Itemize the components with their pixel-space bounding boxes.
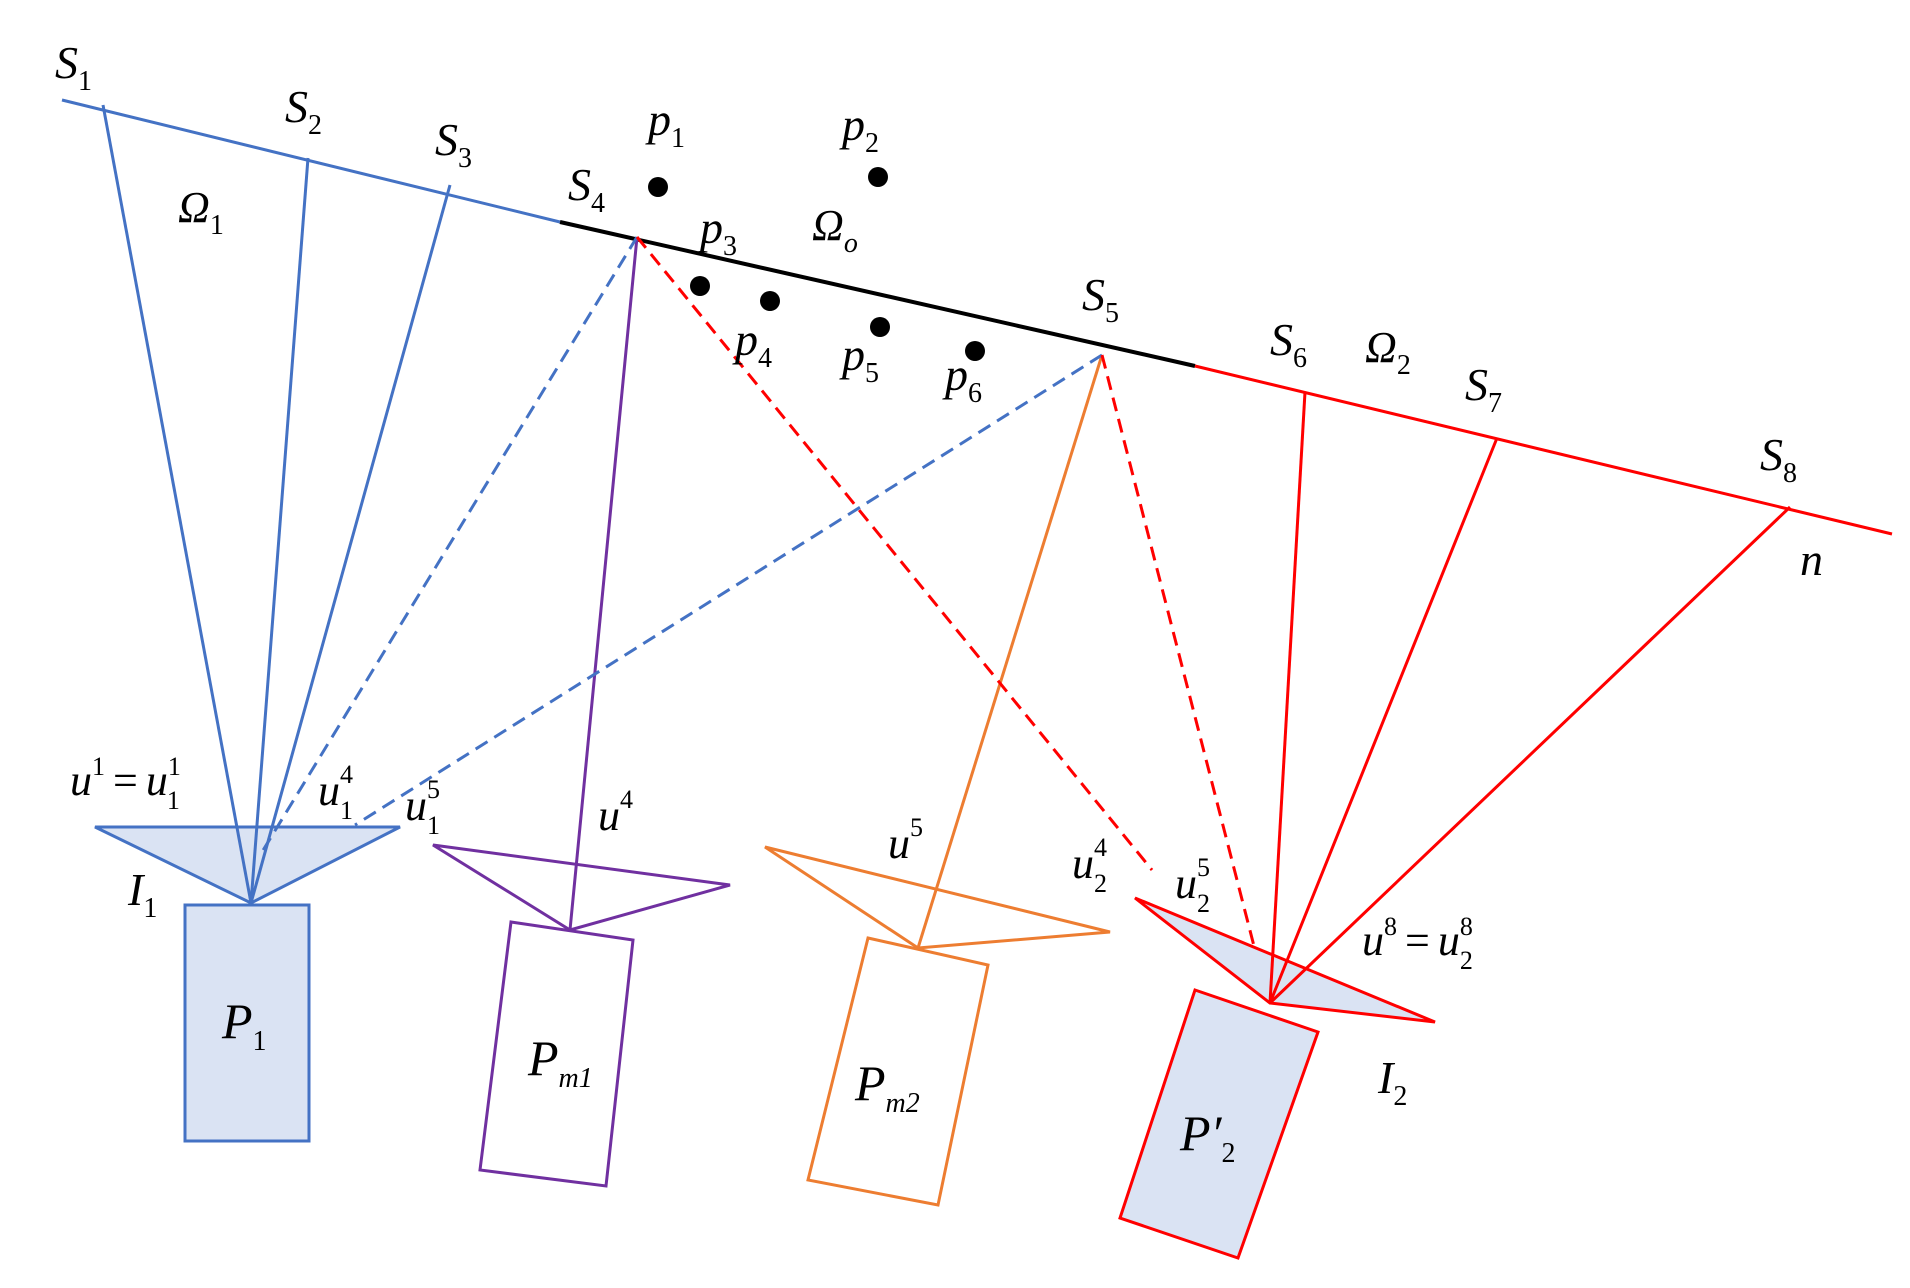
surface-segment-omegao xyxy=(559,220,1196,368)
dashed-ray-s5-p2prime xyxy=(1100,354,1257,951)
surface-line xyxy=(61,98,1893,536)
label-u5: u5 xyxy=(888,813,923,868)
camera-pm2-body xyxy=(806,936,990,1207)
dashed-ray-s5-p1 xyxy=(354,353,1103,827)
label-omega2: Ω2 xyxy=(1365,323,1411,381)
ray-s5-pm2 xyxy=(916,354,1104,949)
point-p5 xyxy=(870,317,890,337)
label-p3: p3 xyxy=(697,202,737,262)
camera-p2prime xyxy=(1118,896,1436,1260)
label-s3: S3 xyxy=(435,114,472,174)
sample-points xyxy=(648,167,985,361)
point-p1 xyxy=(648,177,668,197)
dashed-ray-s4-p1 xyxy=(260,236,639,853)
label-n: n xyxy=(1800,534,1823,585)
camera-p1 xyxy=(94,825,401,1143)
label-p5: p5 xyxy=(839,329,879,389)
label-pm1-camera: Pm1 xyxy=(527,1030,593,1094)
label-p2prime-camera: P′2 xyxy=(1179,1105,1235,1169)
label-p2: p2 xyxy=(839,99,879,159)
rays-blue xyxy=(101,104,452,904)
camera-pm1-body xyxy=(478,920,635,1188)
image-plane-pm2 xyxy=(764,845,1111,950)
point-p6 xyxy=(965,341,985,361)
camera-p1-body xyxy=(183,903,311,1143)
surface-segment-omega1 xyxy=(61,98,561,224)
ray-s2-p1 xyxy=(249,157,310,904)
surface-segment-omega2 xyxy=(1194,364,1893,536)
label-s1: S1 xyxy=(55,37,92,97)
camera-pm1 xyxy=(432,843,731,1188)
dashed-rays-red xyxy=(635,236,1257,951)
ray-s8-p2prime xyxy=(1268,505,1792,1005)
ray-s3-p1 xyxy=(249,184,452,904)
label-i2: I2 xyxy=(1377,1052,1407,1112)
camera-p2prime-body xyxy=(1118,988,1320,1260)
label-p6: p6 xyxy=(942,349,982,409)
point-p4 xyxy=(760,291,780,311)
rays-red xyxy=(1268,391,1792,1005)
ray-s6-p2prime xyxy=(1268,391,1307,1004)
image-plane-i1 xyxy=(94,825,401,905)
label-s6: S6 xyxy=(1270,314,1307,374)
image-plane-pm1 xyxy=(432,843,731,932)
ray-s4-pm1 xyxy=(568,236,639,931)
ray-s1-p1 xyxy=(101,104,253,904)
label-s7: S7 xyxy=(1465,359,1502,419)
label-i1: I1 xyxy=(127,864,157,924)
label-p1: p1 xyxy=(645,94,685,154)
label-omegao: Ωo xyxy=(812,201,858,259)
point-p2 xyxy=(868,167,888,187)
label-s5: S5 xyxy=(1082,269,1119,329)
label-p1-camera: P1 xyxy=(221,993,267,1057)
image-plane-i2 xyxy=(1134,896,1436,1024)
label-s2: S2 xyxy=(285,81,322,141)
label-s4: S4 xyxy=(568,159,605,219)
label-u4: u4 xyxy=(598,785,633,840)
dashed-rays-blue xyxy=(260,236,1103,853)
label-omega1: Ω1 xyxy=(178,183,224,241)
dashed-ray-s4-p2prime xyxy=(635,236,1154,871)
ray-s7-p2prime xyxy=(1268,437,1499,1004)
point-p3 xyxy=(690,276,710,296)
label-s8: S8 xyxy=(1760,429,1797,489)
label-p4: p4 xyxy=(732,314,772,374)
camera-pm2 xyxy=(764,845,1111,1207)
labels: S1 S2 S3 S4 S5 S6 S7 S8 Ω1 Ωo Ω2 n p1 p2… xyxy=(55,37,1823,1169)
label-pm2-camera: Pm2 xyxy=(854,1055,920,1119)
